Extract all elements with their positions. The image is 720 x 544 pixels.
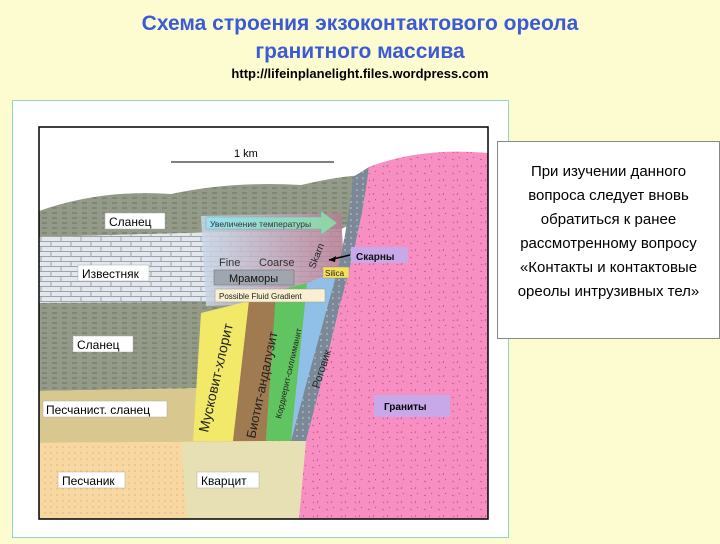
source-url: http://lifeinplanelight.files.wordpress.… — [0, 66, 720, 81]
granites-label: Граниты — [384, 402, 427, 413]
page-title: Схема строения экзоконтактового ореола г… — [0, 10, 720, 66]
temp-increase-label: Увеличение температуры — [210, 219, 311, 229]
limestone-label: Известняк — [82, 267, 140, 281]
quartzite-label: Кварцит — [201, 474, 247, 488]
diagram-frame: 1 km Увеличение температуры Fine Coarse … — [12, 100, 509, 538]
note-box: При изучении данного вопроса следует вно… — [497, 141, 720, 339]
sandstone-shale-label: Песчанист. сланец — [46, 403, 150, 417]
fine-label: Fine — [219, 257, 240, 269]
shale-mid-label: Сланец — [77, 338, 120, 352]
skarns-ru-label: Скарны — [356, 252, 394, 263]
shale-top-label: Сланец — [109, 215, 152, 229]
title-line-1: Схема строения экзоконтактового ореола — [0, 10, 720, 38]
fluid-gradient-label: Possible Fluid Gradient — [219, 292, 302, 301]
scale-label: 1 km — [234, 148, 258, 160]
silica-label: Silica — [325, 269, 345, 278]
marbles-label: Мраморы — [229, 273, 278, 285]
contact-aureole-diagram: 1 km Увеличение температуры Fine Coarse … — [13, 101, 510, 539]
sandstone-label: Песчаник — [62, 474, 115, 488]
coarse-label: Coarse — [259, 257, 294, 269]
title-line-2: гранитного массива — [0, 38, 720, 66]
